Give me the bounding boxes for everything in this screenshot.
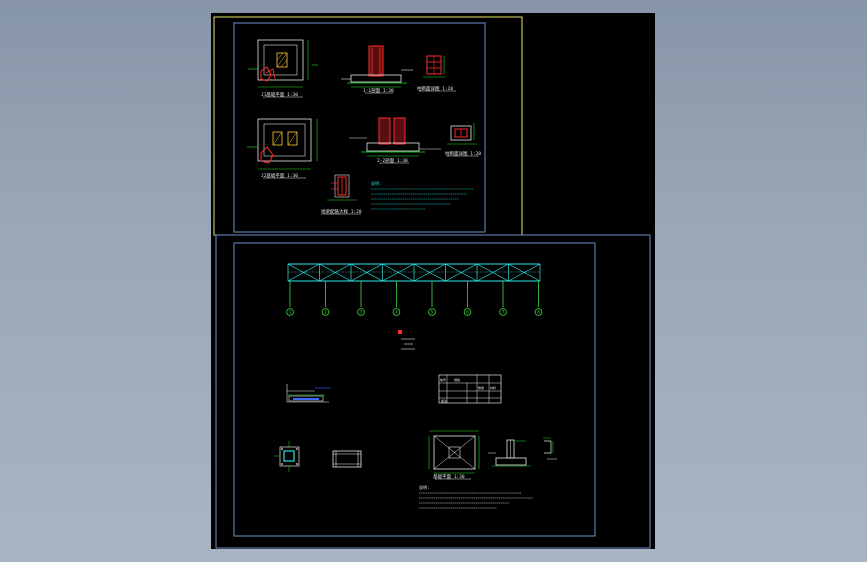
foundation-plan-j1[interactable]: J1基础平面 1:30 — [248, 39, 318, 98]
sheet-1-notes[interactable]: 说明: — [371, 180, 473, 210]
bracket-detail[interactable] — [543, 437, 557, 460]
beam-detail-c[interactable]: 地梁配筋大样 1:20 — [321, 174, 362, 215]
sheet-2-notes-title: 说明: — [419, 484, 429, 490]
column-base-plan[interactable] — [274, 441, 300, 472]
detail-c-label: 地梁配筋大样 1:20 — [321, 208, 362, 215]
cad-drawing[interactable]: J1基础平面 1:30 1-1剖面 1:30 — [211, 13, 655, 549]
detail-a-label: 柱断面详图 1:20 — [417, 85, 453, 92]
sheet-2-notes[interactable]: 说明: — [419, 484, 533, 509]
axis-label: 2 — [324, 310, 327, 315]
axis-bubble — [534, 308, 543, 316]
sheet-2-frame — [233, 242, 596, 537]
sheet-1-border — [213, 16, 523, 236]
truss-columns — [289, 281, 539, 307]
axis-bubble — [321, 308, 330, 316]
section-2-2[interactable]: 2-2剖面 1:30 — [349, 117, 441, 164]
truss-diagonal — [350, 263, 383, 282]
plan-j2-label: J2基础平面 1:30 — [261, 172, 298, 179]
table-header-2: 数量 — [478, 385, 484, 390]
axis-bubble — [463, 308, 472, 316]
axis-label: 3 — [360, 310, 363, 315]
plan-c-label: 基础平面 1:30 — [433, 473, 465, 480]
plan-j1-label: J1基础平面 1:30 — [261, 91, 298, 98]
truss-elevation[interactable]: 1 2 3 4 5 6 7 8 — [286, 263, 543, 316]
foundation-plan-j2[interactable]: J2基础平面 1:30 — [247, 118, 318, 179]
section-marker[interactable] — [398, 330, 415, 350]
sheet-2[interactable]: 1 2 3 4 5 6 7 8 — [215, 234, 651, 549]
axis-bubble — [286, 308, 294, 316]
foundation-plan-c[interactable]: 基础平面 1:30 — [428, 430, 480, 480]
schedule-table[interactable]: 编号 规格 数量 材料 备注 — [438, 374, 502, 404]
sheet-1[interactable]: J1基础平面 1:30 1-1剖面 1:30 — [213, 16, 523, 236]
axis-bubble — [357, 308, 365, 316]
table-header-4: 备注 — [441, 398, 447, 403]
truss-diagonal — [382, 263, 415, 282]
truss-panels — [287, 263, 541, 282]
axis-label: 6 — [466, 310, 469, 315]
axis-label: 1 — [289, 310, 292, 315]
table-header-3: 材料 — [490, 385, 496, 390]
drawing-canvas[interactable]: J1基础平面 1:30 1-1剖面 1:30 — [211, 13, 655, 549]
truss-diagonal — [445, 263, 478, 282]
truss-diagonal — [287, 263, 320, 282]
axis-label: 4 — [395, 310, 398, 315]
table-header-1: 规格 — [454, 377, 460, 382]
section-2-2-label: 2-2剖面 1:30 — [377, 157, 408, 164]
truss-diagonal — [413, 263, 446, 282]
column-detail-b[interactable]: 柱断面详图 1:20 — [445, 123, 481, 157]
axis-bubble — [428, 308, 436, 316]
truss-diagonal — [319, 263, 352, 282]
axis-bubble — [392, 308, 401, 316]
axis-label: 7 — [502, 310, 505, 315]
foundation-section-c[interactable] — [488, 439, 531, 467]
beam-frame-elevation[interactable] — [332, 450, 362, 468]
axis-label: 8 — [537, 310, 540, 315]
truss-diagonal — [476, 263, 509, 282]
base-plate-detail[interactable] — [286, 384, 331, 403]
table-header-0: 编号 — [440, 377, 446, 382]
axis-bubbles: 1 2 3 4 5 6 7 8 — [286, 308, 543, 316]
sheet-2-border — [215, 234, 651, 549]
section-1-1[interactable]: 1-1剖面 1:30 — [341, 45, 413, 94]
axis-label: 5 — [431, 310, 434, 315]
truss-diagonal — [508, 263, 541, 282]
section-1-1-label: 1-1剖面 1:30 — [363, 87, 394, 94]
column-detail-a[interactable]: 柱断面详图 1:20 — [417, 55, 456, 92]
detail-b-label: 柱断面详图 1:20 — [445, 150, 481, 157]
sheet-1-notes-title: 说明: — [371, 180, 381, 186]
sheet-1-frame — [233, 22, 486, 233]
axis-bubble — [499, 308, 507, 316]
